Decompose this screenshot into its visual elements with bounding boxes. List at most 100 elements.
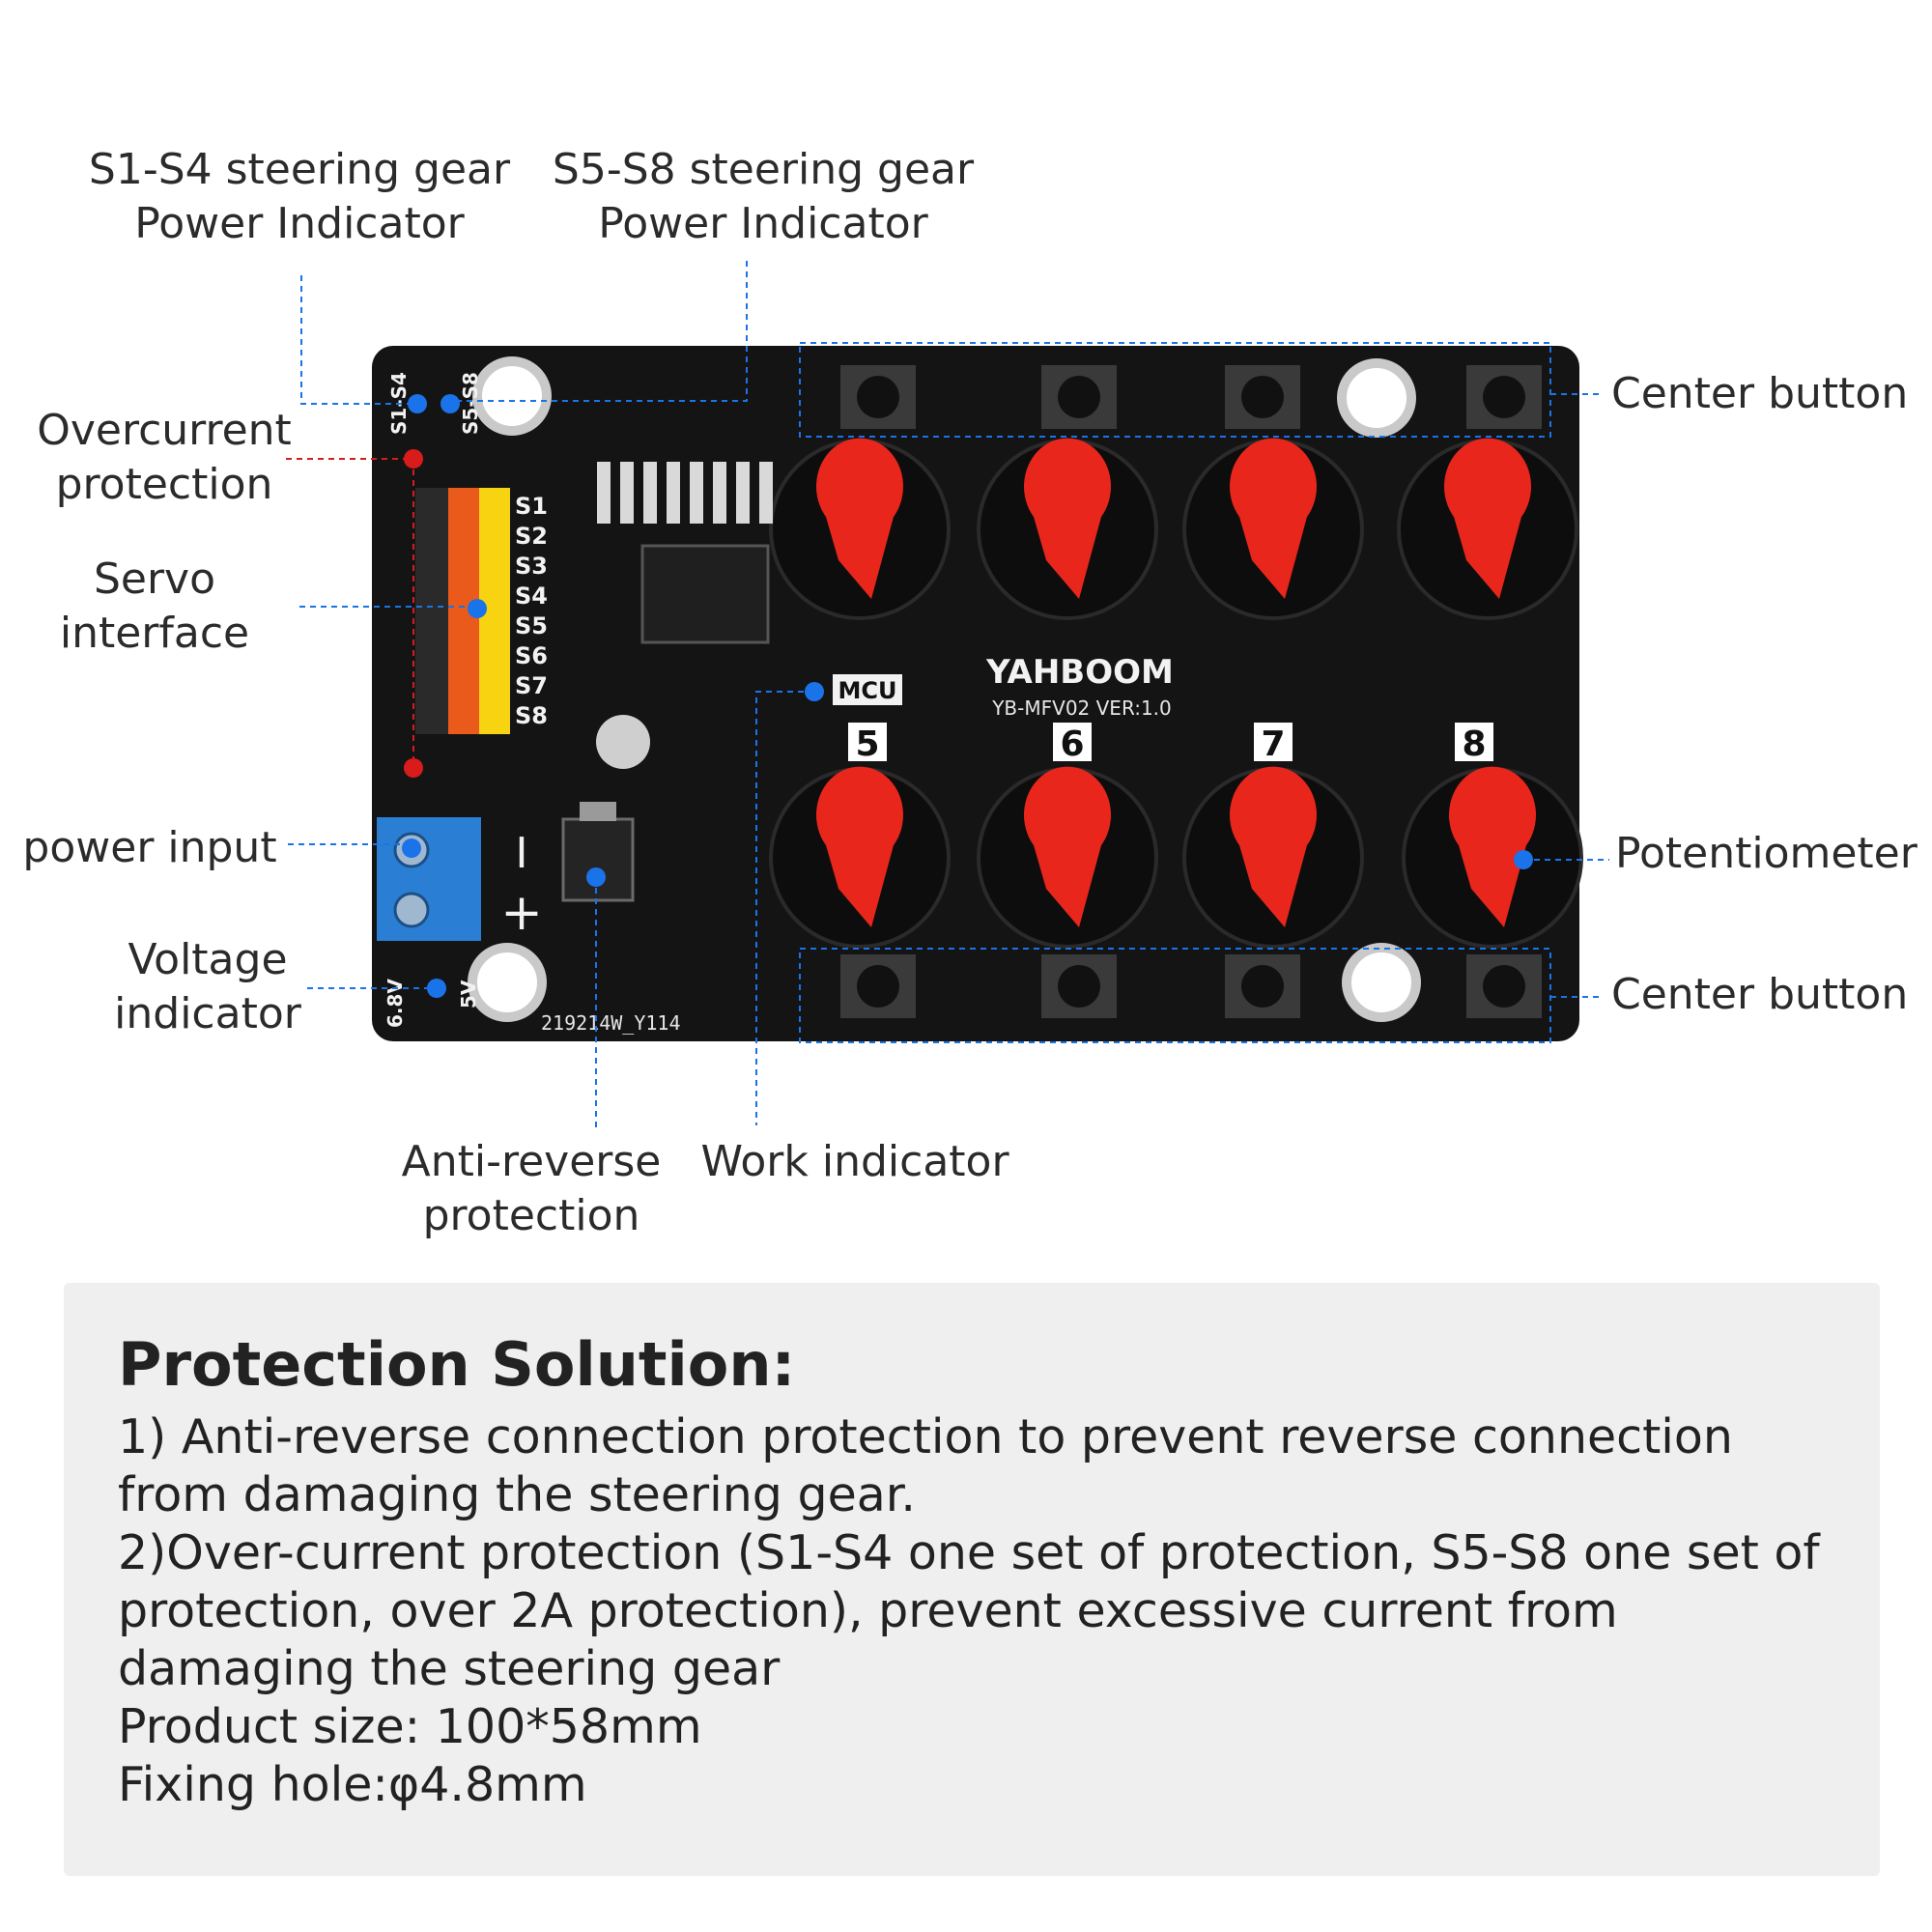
mounting-hole-bottom-left — [468, 943, 547, 1022]
knob-1 — [769, 438, 951, 620]
push-button — [840, 365, 916, 429]
dot-anti-reverse — [586, 867, 606, 887]
servo-label-line2: interface — [59, 609, 250, 658]
dot-voltage — [427, 979, 446, 998]
s1s4-label-line1: S1-S4 steering gear — [88, 145, 511, 194]
servo-pin-label: S7 — [515, 672, 548, 699]
dot-s1s4-indicator — [408, 394, 427, 413]
center-button-top-text: Center button — [1611, 369, 1909, 418]
servo-interface-label: Servo interface — [29, 553, 280, 661]
potentiometer-knobs — [769, 438, 1583, 949]
push-button — [1466, 954, 1542, 1018]
board-model: YB-MFV02 VER:1.0 — [991, 696, 1172, 720]
anti-reverse-label-line1: Anti-reverse — [401, 1137, 662, 1186]
knob-number-5: 5 — [855, 724, 879, 764]
servo-pin-label: S8 — [515, 702, 548, 729]
panel-line-4: Fixing hole:φ4.8mm — [118, 1757, 587, 1812]
dot-overcurrent-top — [404, 449, 423, 469]
servo-pin-label: S6 — [515, 642, 548, 669]
silk-s5s8: S5-S8 — [459, 372, 482, 435]
servo-pin-label: S3 — [515, 553, 548, 580]
servo-header — [415, 488, 510, 734]
knob-2 — [977, 438, 1158, 620]
silk-5v: 5V — [457, 980, 480, 1009]
push-button — [1041, 954, 1117, 1018]
push-button — [1225, 954, 1300, 1018]
servo-pin-label: S5 — [515, 612, 548, 639]
center-button-bottom-text: Center button — [1611, 970, 1909, 1019]
protection-solution-panel: Protection Solution: 1) Anti-reverse con… — [64, 1283, 1880, 1876]
leader-work-indicator — [755, 691, 814, 1125]
overcurrent-label-line2: protection — [55, 460, 273, 509]
voltage-indicator-label: Voltage indicator — [87, 933, 328, 1041]
regulator — [561, 817, 635, 902]
voltage-label-line2: indicator — [114, 989, 301, 1038]
s5s8-label-line2: Power Indicator — [598, 199, 928, 248]
mounting-holes — [468, 356, 1421, 1022]
power-input-label: power input — [10, 821, 290, 875]
power-input-text: power input — [22, 823, 277, 872]
mounting-hole-top-left — [472, 356, 552, 436]
brand-logo: YAHBOOM — [985, 653, 1174, 692]
servo-pin-label: S4 — [515, 582, 548, 610]
anti-reverse-label-line2: protection — [422, 1191, 640, 1240]
knob-number-labels: 5 6 7 8 — [848, 723, 1493, 764]
servo-label-line1: Servo — [93, 554, 216, 604]
minus-mark: I — [516, 829, 528, 878]
servo-controller-board-illustration: 5 6 7 8 YAHBOOM YB-MFV02 VER:1.0 219214W… — [286, 261, 1609, 1130]
potentiometer-text: Potentiometer — [1615, 829, 1918, 878]
center-buttons-top — [840, 365, 1542, 429]
mcu-silk-box — [833, 674, 902, 705]
potentiometer-label: Potentiometer — [1615, 827, 1924, 881]
power-terminal — [377, 817, 481, 941]
panel-body: 1) Anti-reverse connection protection to… — [118, 1408, 1837, 1814]
plus-mark: + — [500, 884, 543, 942]
servo-pin-label: S1 — [515, 493, 548, 520]
capacitor-row — [597, 462, 773, 524]
panel-line-3: Product size: 100*58mm — [118, 1699, 702, 1754]
knob-3 — [1182, 438, 1364, 620]
annotation-dots — [402, 394, 1533, 998]
silk-6-8v: 6.8V — [384, 979, 407, 1028]
s5s8-power-indicator-label: S5-S8 steering gear Power Indicator — [541, 143, 985, 251]
center-buttons-top-box — [799, 342, 1551, 438]
push-button — [1466, 365, 1542, 429]
overcurrent-protection-label: Overcurrent protection — [19, 404, 309, 512]
s5s8-label-line1: S5-S8 steering gear — [552, 145, 975, 194]
leader-s5s8 — [448, 261, 748, 402]
dot-power-input — [402, 838, 421, 858]
voltage-label-line1: Voltage — [128, 935, 288, 984]
mcu-silk-label: MCU — [838, 677, 897, 704]
dot-potentiometer — [1514, 850, 1533, 869]
dot-s5s8-indicator — [440, 394, 460, 413]
push-button — [1225, 365, 1300, 429]
dot-overcurrent-bottom — [404, 758, 423, 778]
knob-6 — [977, 766, 1158, 949]
annotation-leader-lines — [288, 261, 1609, 1130]
panel-line-1: 1) Anti-reverse connection protection to… — [118, 1409, 1733, 1522]
push-button — [1041, 365, 1117, 429]
knob-7 — [1182, 766, 1364, 949]
knob-4 — [1397, 438, 1578, 620]
knob-5 — [769, 766, 951, 949]
center-buttons-bottom — [840, 954, 1542, 1018]
dot-work-indicator — [805, 682, 824, 701]
panel-line-2: 2)Over-current protection (S1-S4 one set… — [118, 1525, 1820, 1696]
knob-8 — [1402, 766, 1583, 949]
panel-title: Protection Solution: — [118, 1329, 796, 1400]
push-button — [840, 954, 916, 1018]
servo-pin-label: S2 — [515, 523, 548, 550]
s1s4-power-indicator-label: S1-S4 steering gear Power Indicator — [77, 143, 522, 251]
center-button-bottom-label: Center button — [1611, 968, 1920, 1022]
mounting-hole-bottom-right — [1342, 943, 1421, 1022]
buzzer — [596, 715, 650, 769]
board-serial: 219214W_Y114 — [541, 1011, 681, 1035]
work-indicator-label: Work indicator — [691, 1135, 1019, 1189]
anti-reverse-protection-label: Anti-reverse protection — [386, 1135, 676, 1243]
overcurrent-label-line1: Overcurrent — [37, 406, 292, 455]
knob-number-6: 6 — [1060, 724, 1084, 764]
mounting-hole-top-right — [1337, 358, 1416, 438]
leader-s1s4 — [300, 275, 417, 405]
dot-servo — [468, 599, 487, 618]
center-buttons-bottom-box — [799, 948, 1551, 1043]
